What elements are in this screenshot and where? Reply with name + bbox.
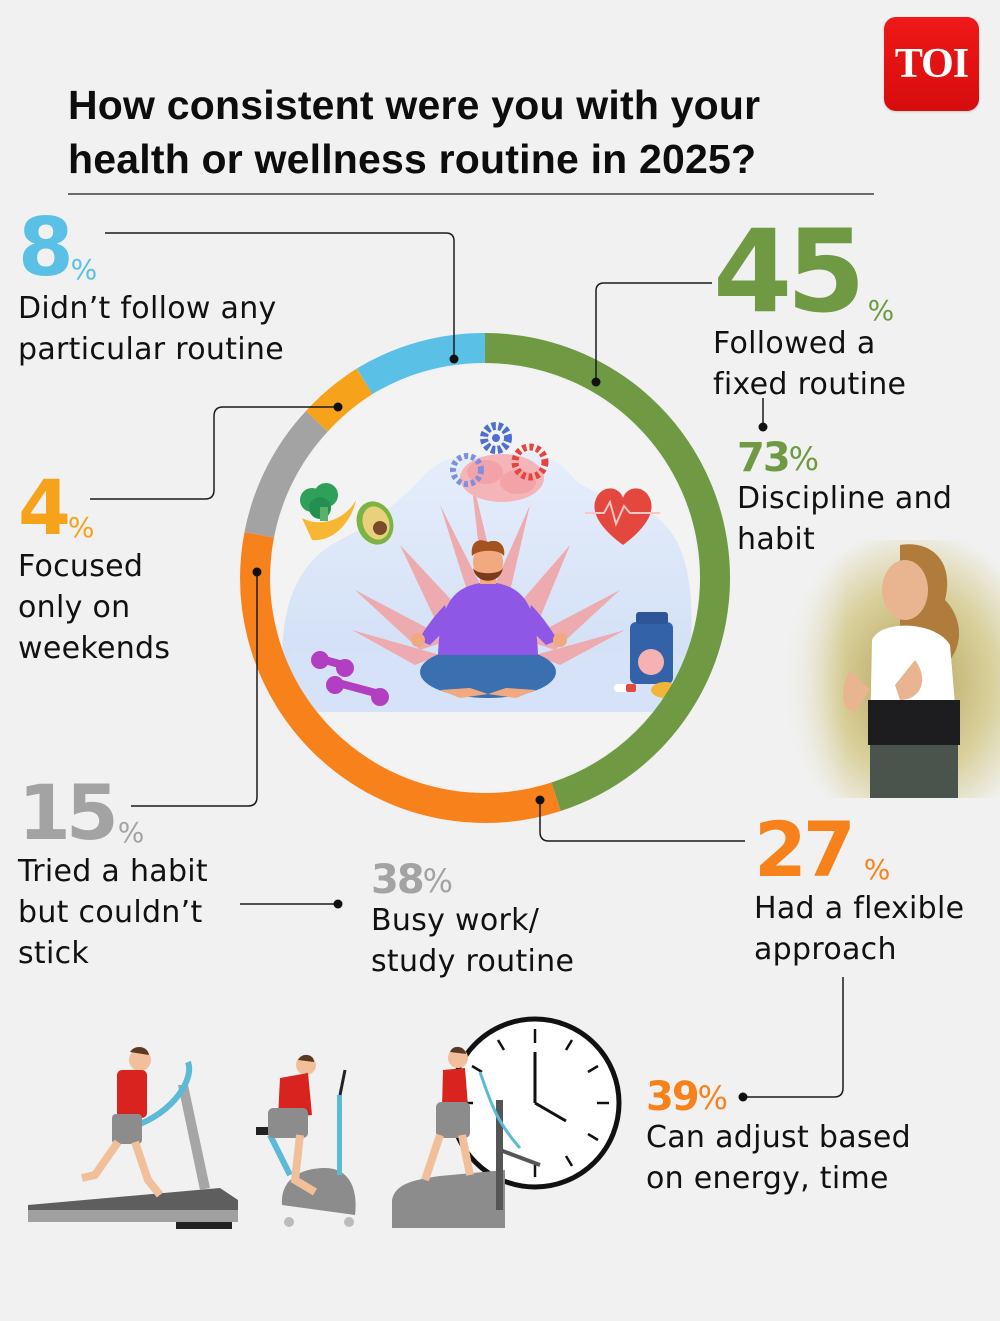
stat-couldnt-stick-label: Tried a habit but couldn’t stick: [18, 854, 208, 971]
woman-jogging-photo: [780, 540, 1000, 798]
meditation-illustration: [280, 422, 692, 712]
stat-adjust-label: Can adjust based on energy, time: [646, 1120, 911, 1196]
stat-flexible-value: 27: [754, 805, 856, 894]
stat-busy-label: Busy work/ study routine: [371, 903, 575, 979]
leader-lines: [90, 232, 844, 1098]
stat-fixed-routine: 45 % Followed a fixed routine: [713, 215, 906, 405]
stat-adjust: 39 % Can adjust based on energy, time: [646, 1077, 911, 1199]
stat-adjust-unit: %: [697, 1079, 729, 1117]
stat-couldnt-stick-unit: %: [117, 816, 145, 849]
segment-no-routine: [356, 332, 486, 395]
stat-weekends-unit: %: [67, 511, 95, 544]
stat-flexible-unit: %: [863, 853, 891, 886]
stat-busy-value: 38: [371, 857, 425, 903]
stat-discipline-value: 73: [737, 435, 791, 481]
stair-climber-clock-illustration: [392, 1016, 622, 1228]
stat-discipline-unit: %: [788, 440, 820, 478]
toi-logo-text: TOI: [894, 41, 969, 87]
segment-fixed-routine: [484, 333, 731, 812]
stat-adjust-value: 39: [646, 1074, 700, 1120]
stat-discipline: 73 % Discipline and habit: [737, 438, 952, 560]
stat-fixed-routine-label: Followed a fixed routine: [713, 326, 907, 402]
stat-discipline-label: Discipline and habit: [737, 481, 953, 557]
segment-couldnt-stick: [244, 411, 328, 538]
exercise-bike-illustration: [256, 1054, 356, 1227]
stat-weekends-label: Focused only on weekends: [18, 549, 171, 666]
leader-dots: [252, 354, 768, 1102]
title-line-1: How consistent were you with your: [68, 82, 761, 128]
stat-weekends-value: 4: [18, 463, 71, 552]
toi-logo: TOI: [884, 17, 979, 111]
title-divider: [68, 193, 874, 195]
stat-couldnt-stick-value: 15: [18, 768, 119, 857]
stat-fixed-routine-unit: %: [867, 294, 895, 327]
segment-weekends: [305, 368, 373, 432]
stat-no-routine-label: Didn’t follow any particular routine: [18, 291, 284, 367]
title-line-2: health or wellness routine in 2025?: [68, 136, 757, 182]
stat-fixed-routine-value: 45: [713, 205, 866, 338]
treadmill-runner-illustration: [28, 1046, 238, 1229]
stat-no-routine: 8 % Didn’t follow any particular routine: [18, 208, 284, 370]
stat-busy: 38 % Busy work/ study routine: [371, 860, 574, 982]
stat-busy-unit: %: [422, 862, 454, 900]
stat-no-routine-value: 8: [18, 201, 74, 294]
stat-couldnt-stick: 15 % Tried a habit but couldn’t stick: [18, 775, 208, 974]
gym-illustrations: [28, 1016, 622, 1229]
page-title: How consistent were you with your health…: [68, 78, 888, 186]
stat-no-routine-unit: %: [70, 253, 98, 286]
stat-flexible: 27 % Had a flexible approach: [754, 812, 964, 970]
stat-weekends: 4 % Focused only on weekends: [18, 470, 170, 669]
stat-flexible-label: Had a flexible approach: [754, 891, 965, 967]
